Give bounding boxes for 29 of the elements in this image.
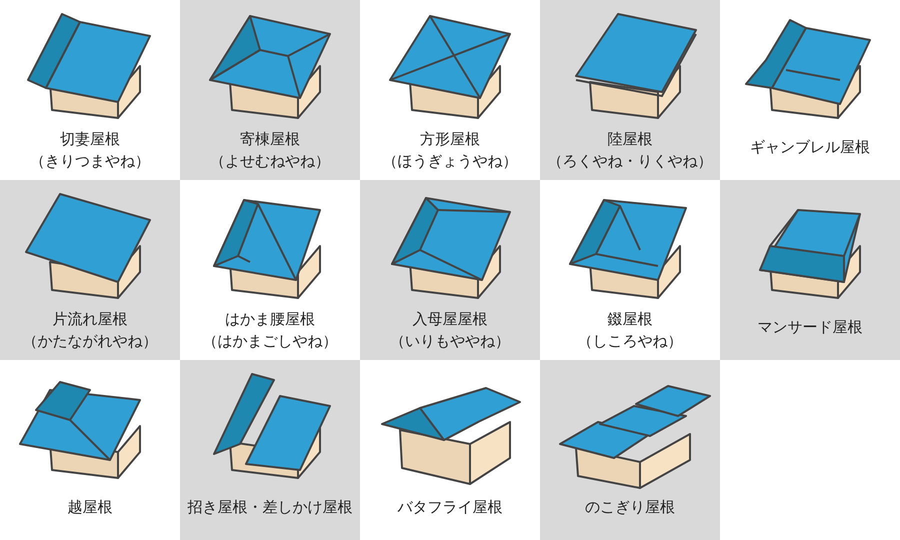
roof-reading: （よせむねやね）	[209, 152, 331, 171]
roof-type-panel	[540, 0, 720, 180]
roof-reading: （ろくやね・りくやね）	[546, 152, 714, 171]
roof-reading: （はかまごしやね）	[202, 332, 338, 351]
roof-name: のこぎり屋根	[584, 498, 676, 517]
roof-reading: （しころやね）	[576, 332, 684, 351]
roof-name: 方形屋根	[419, 130, 481, 149]
roof-type-panel	[720, 180, 900, 360]
roof-name: 切妻屋根	[59, 130, 121, 149]
roof-reading: （ほうぎょうやね）	[382, 152, 518, 171]
roof-name: 招き屋根・差しかけ屋根	[186, 498, 354, 517]
roof-type-panel	[360, 180, 540, 360]
roof-type-panel	[0, 180, 180, 360]
roof-name: バタフライ屋根	[396, 498, 504, 517]
roof-name: ギャンブレル屋根	[749, 138, 871, 157]
roof-type-panel	[540, 360, 720, 540]
roof-name: マンサード屋根	[756, 318, 864, 337]
roof-type-panel	[180, 0, 360, 180]
roof-name: 寄棟屋根	[239, 130, 301, 149]
roof-reading: （きりつまやね）	[29, 152, 151, 171]
roof-name: 片流れ屋根	[52, 310, 128, 329]
roof-name: 入母屋屋根	[412, 310, 488, 329]
roof-name: 錣屋根	[606, 310, 654, 329]
roof-type-panel	[180, 360, 360, 540]
roof-reading: （いりもややね）	[389, 332, 511, 351]
roof-name: 陸屋根	[606, 130, 654, 149]
roof-name: 越屋根	[66, 498, 114, 517]
roof-name: はかま腰屋根	[224, 310, 316, 329]
roof-reading: （かたながれやね）	[22, 332, 158, 351]
